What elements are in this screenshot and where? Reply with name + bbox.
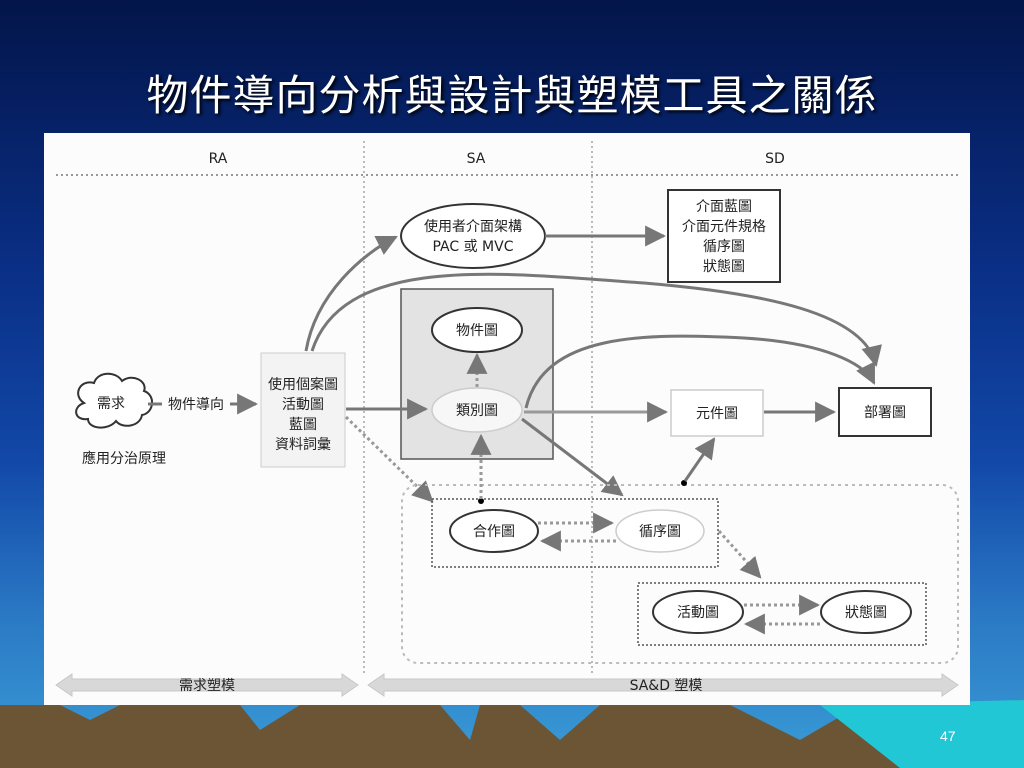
- component-diagram-box: [670, 389, 764, 437]
- class-diagram-label: 類別圖: [456, 403, 498, 419]
- ui-detail-line-1: 介面藍圖: [696, 199, 752, 215]
- arrow-sequence-to-state-group: [717, 530, 762, 579]
- ui-detail-line-2: 介面元件規格: [682, 219, 766, 235]
- ui-detail-line-3: 循序圖: [703, 239, 745, 255]
- arrow-usecase-to-deployment: [310, 272, 882, 368]
- diagram-panel: RA SA SD 需求 應用分治原理 物件導向 使用個案圖 活動圖 藍圖 資料詞…: [44, 133, 970, 705]
- sequence-label: 循序圖: [639, 524, 681, 540]
- sequence-ellipse: [615, 509, 705, 553]
- water-shape: [820, 700, 1024, 768]
- usecase-line-2: 活動圖: [282, 397, 324, 413]
- ui-architecture-ellipse: [400, 203, 546, 269]
- activity-ellipse: [652, 590, 744, 634]
- deployment-diagram-label: 部署圖: [864, 405, 906, 421]
- component-diagram-label: 元件圖: [696, 406, 738, 422]
- state-group: [637, 582, 927, 646]
- arrow-usecase-to-collab: [344, 415, 434, 503]
- bottom-arrow-right: [367, 673, 959, 697]
- arrow-class-to-deployment: [524, 334, 876, 409]
- connector-dot-class: [478, 498, 484, 504]
- requirement-label: 需求: [97, 396, 125, 412]
- state-ellipse: [820, 590, 912, 634]
- connector-dot-component: [681, 480, 687, 486]
- object-diagram-label: 物件圖: [456, 323, 498, 339]
- bottom-right-label: SA&D 塑模: [630, 678, 703, 694]
- usecase-line-3: 藍圖: [289, 417, 317, 433]
- ui-arch-line-2: PAC 或 MVC: [433, 239, 514, 255]
- arrow-dynamic-to-component: [683, 437, 716, 482]
- oo-label: 物件導向: [168, 397, 224, 413]
- slide-title: 物件導向分析與設計與塑模工具之關係: [146, 71, 878, 120]
- usecase-line-4: 資料詞彙: [275, 437, 331, 453]
- requirement-note: 應用分治原理: [82, 450, 166, 467]
- column-sa: SA: [467, 151, 486, 167]
- dynamic-model-group: [401, 484, 959, 664]
- relationship-diagram: RA SA SD 需求 應用分治原理 物件導向 使用個案圖 活動圖 藍圖 資料詞…: [55, 141, 959, 697]
- mountain-shape: [0, 700, 1024, 768]
- collaboration-label: 合作圖: [473, 524, 515, 540]
- object-diagram-ellipse: [431, 307, 523, 353]
- bottom-arrow-left: [55, 673, 359, 697]
- deployment-diagram-box: [838, 387, 932, 437]
- usecase-line-1: 使用個案圖: [268, 376, 338, 393]
- collaboration-ellipse: [449, 509, 539, 553]
- class-diagram-ellipse: [431, 387, 523, 433]
- usecase-box: [260, 352, 346, 468]
- ui-detail-box: [667, 189, 781, 283]
- arrow-class-to-sequence: [521, 417, 624, 497]
- interaction-group: [431, 498, 719, 568]
- ui-detail-line-4: 狀態圖: [703, 259, 745, 275]
- column-sd: SD: [765, 151, 785, 167]
- page-number: 47: [940, 728, 956, 744]
- bottom-left-label: 需求塑模: [179, 678, 235, 694]
- ui-arch-line-1: 使用者介面架構: [424, 218, 522, 235]
- activity-label: 活動圖: [677, 605, 719, 621]
- state-label: 狀態圖: [845, 605, 887, 621]
- column-ra: RA: [209, 151, 228, 167]
- arrow-usecase-to-uiarch: [304, 235, 398, 352]
